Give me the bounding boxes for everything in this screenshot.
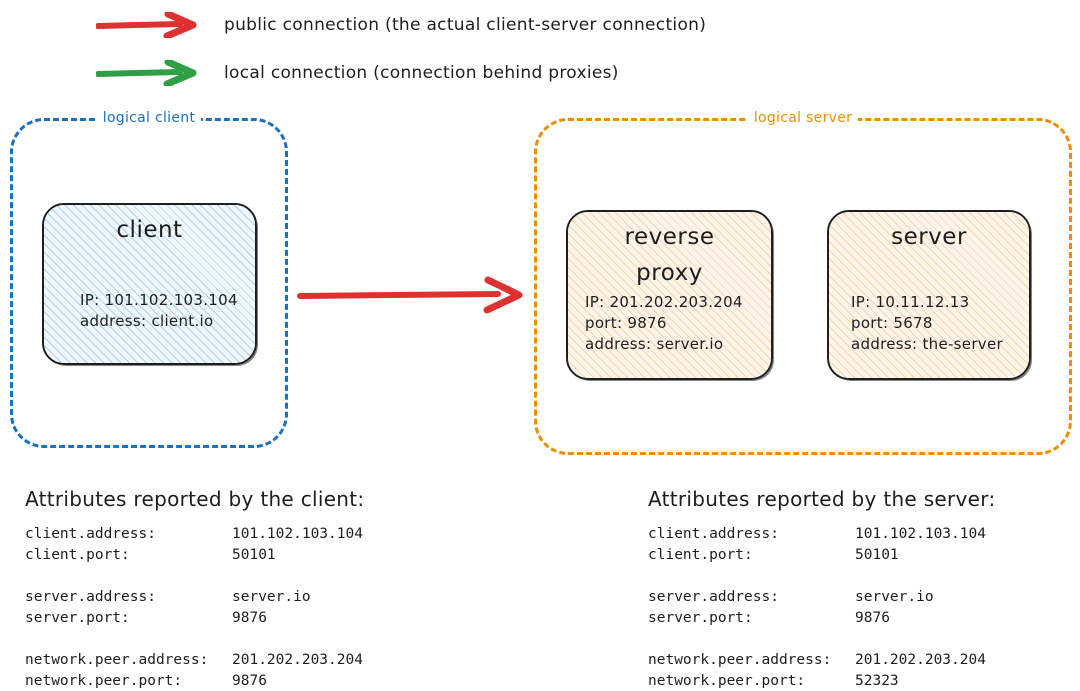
server-attributes-title: Attributes reported by the server:: [648, 487, 996, 511]
attr-value: server.io: [232, 589, 311, 605]
server-node-line-ip: IP: 10.11.12.13: [851, 293, 970, 311]
legend-item-local: local connection (connection behind prox…: [96, 60, 619, 86]
table-row: network.peer.port: 9876: [25, 671, 363, 691]
table-row: client.port: 50101: [648, 545, 986, 566]
table-row: client.address: 101.102.103.104: [648, 524, 986, 545]
client-node-line-address: address: client.io: [80, 312, 214, 330]
attr-key: server.address:: [25, 589, 156, 605]
client-node[interactable]: client IP: 101.102.103.104 address: clie…: [42, 203, 257, 365]
attr-key: server.port:: [25, 610, 130, 626]
client-node-title: client: [116, 217, 183, 243]
server-attributes-block: Attributes reported by the server: clien…: [648, 487, 996, 691]
table-row-spacer: [648, 629, 986, 650]
reverse-proxy-line-port: port: 9876: [585, 314, 667, 332]
attr-value: 101.102.103.104: [855, 526, 986, 542]
table-row: network.peer.address: 201.202.203.204: [648, 650, 986, 671]
server-attributes-body: client.address: 101.102.103.104 client.po…: [648, 524, 986, 691]
table-row-spacer: [25, 566, 363, 587]
reverse-proxy-node[interactable]: reverse proxy IP: 201.202.203.204 port: …: [566, 210, 773, 380]
reverse-proxy-line-ip: IP: 201.202.203.204: [585, 293, 743, 311]
attr-key: network.peer.address:: [648, 652, 832, 668]
reverse-proxy-node-title-line2: proxy: [636, 260, 703, 286]
reverse-proxy-node-title-line1: reverse: [624, 224, 715, 250]
table-row: client.port: 50101: [25, 545, 363, 566]
attr-key: client.port:: [648, 547, 753, 563]
attr-key: network.peer.port:: [648, 673, 806, 689]
server-node-line-port: port: 5678: [851, 314, 933, 332]
server-node-line-address: address: the-server: [851, 335, 1003, 353]
client-attributes-block: Attributes reported by the client: clien…: [25, 487, 364, 691]
server-node[interactable]: server IP: 10.11.12.13 port: 5678 addres…: [827, 210, 1031, 380]
attr-key: client.port:: [25, 547, 130, 563]
reverse-proxy-node-details: IP: 201.202.203.204 port: 9876 address: …: [585, 292, 743, 355]
table-row: network.peer.address: 201.202.203.204: [25, 650, 363, 671]
logical-client-label: logical client: [96, 110, 202, 126]
attr-value: server.io: [855, 589, 934, 605]
public-connection-arrow: [297, 276, 523, 314]
table-row: server.address: server.io: [25, 587, 363, 608]
red-arrow-icon: [96, 12, 197, 38]
legend-item-public: public connection (the actual client-ser…: [96, 12, 706, 38]
table-row-spacer: [648, 566, 986, 587]
client-attributes-title: Attributes reported by the client:: [25, 487, 365, 511]
server-attributes-table: client.address: 101.102.103.104 client.po…: [648, 524, 986, 691]
client-node-details: IP: 101.102.103.104 address: client.io: [80, 290, 238, 332]
table-row: client.address: 101.102.103.104: [25, 524, 363, 545]
client-node-line-ip: IP: 101.102.103.104: [80, 291, 238, 309]
attr-key: network.peer.address:: [25, 652, 209, 668]
attr-key: client.address:: [25, 526, 156, 542]
logical-server-container: logical server: [534, 110, 1072, 455]
attr-value: 201.202.203.204: [855, 652, 986, 668]
client-attributes-body: client.address: 101.102.103.104 client.po…: [25, 524, 363, 691]
attr-key: server.port:: [648, 610, 753, 626]
attr-key: network.peer.port:: [25, 673, 183, 689]
attr-value: 9876: [855, 610, 890, 626]
client-attributes-table: client.address: 101.102.103.104 client.po…: [25, 524, 363, 691]
attr-key: client.address:: [648, 526, 779, 542]
server-node-title: server: [891, 224, 967, 250]
attr-key: server.address:: [648, 589, 779, 605]
table-row: network.peer.port: 52323: [648, 671, 986, 691]
table-row: server.port: 9876: [648, 608, 986, 629]
attr-value: 101.102.103.104: [232, 526, 363, 542]
server-node-details: IP: 10.11.12.13 port: 5678 address: the-…: [851, 292, 1003, 355]
attr-value: 50101: [232, 547, 276, 563]
logical-client-container: logical client: [10, 110, 288, 448]
attr-value: 201.202.203.204: [232, 652, 363, 668]
legend-label-local: local connection (connection behind prox…: [224, 63, 619, 83]
attr-value: 50101: [855, 547, 899, 563]
attr-value: 9876: [232, 610, 267, 626]
green-arrow-icon: [96, 60, 197, 86]
table-row: server.port: 9876: [25, 608, 363, 629]
table-row-spacer: [25, 629, 363, 650]
attr-value: 9876: [232, 673, 267, 689]
legend-label-public: public connection (the actual client-ser…: [224, 15, 707, 35]
reverse-proxy-line-address: address: server.io: [585, 335, 724, 353]
table-row: server.address: server.io: [648, 587, 986, 608]
logical-server-label: logical server: [747, 110, 859, 126]
attr-value: 52323: [855, 673, 899, 689]
